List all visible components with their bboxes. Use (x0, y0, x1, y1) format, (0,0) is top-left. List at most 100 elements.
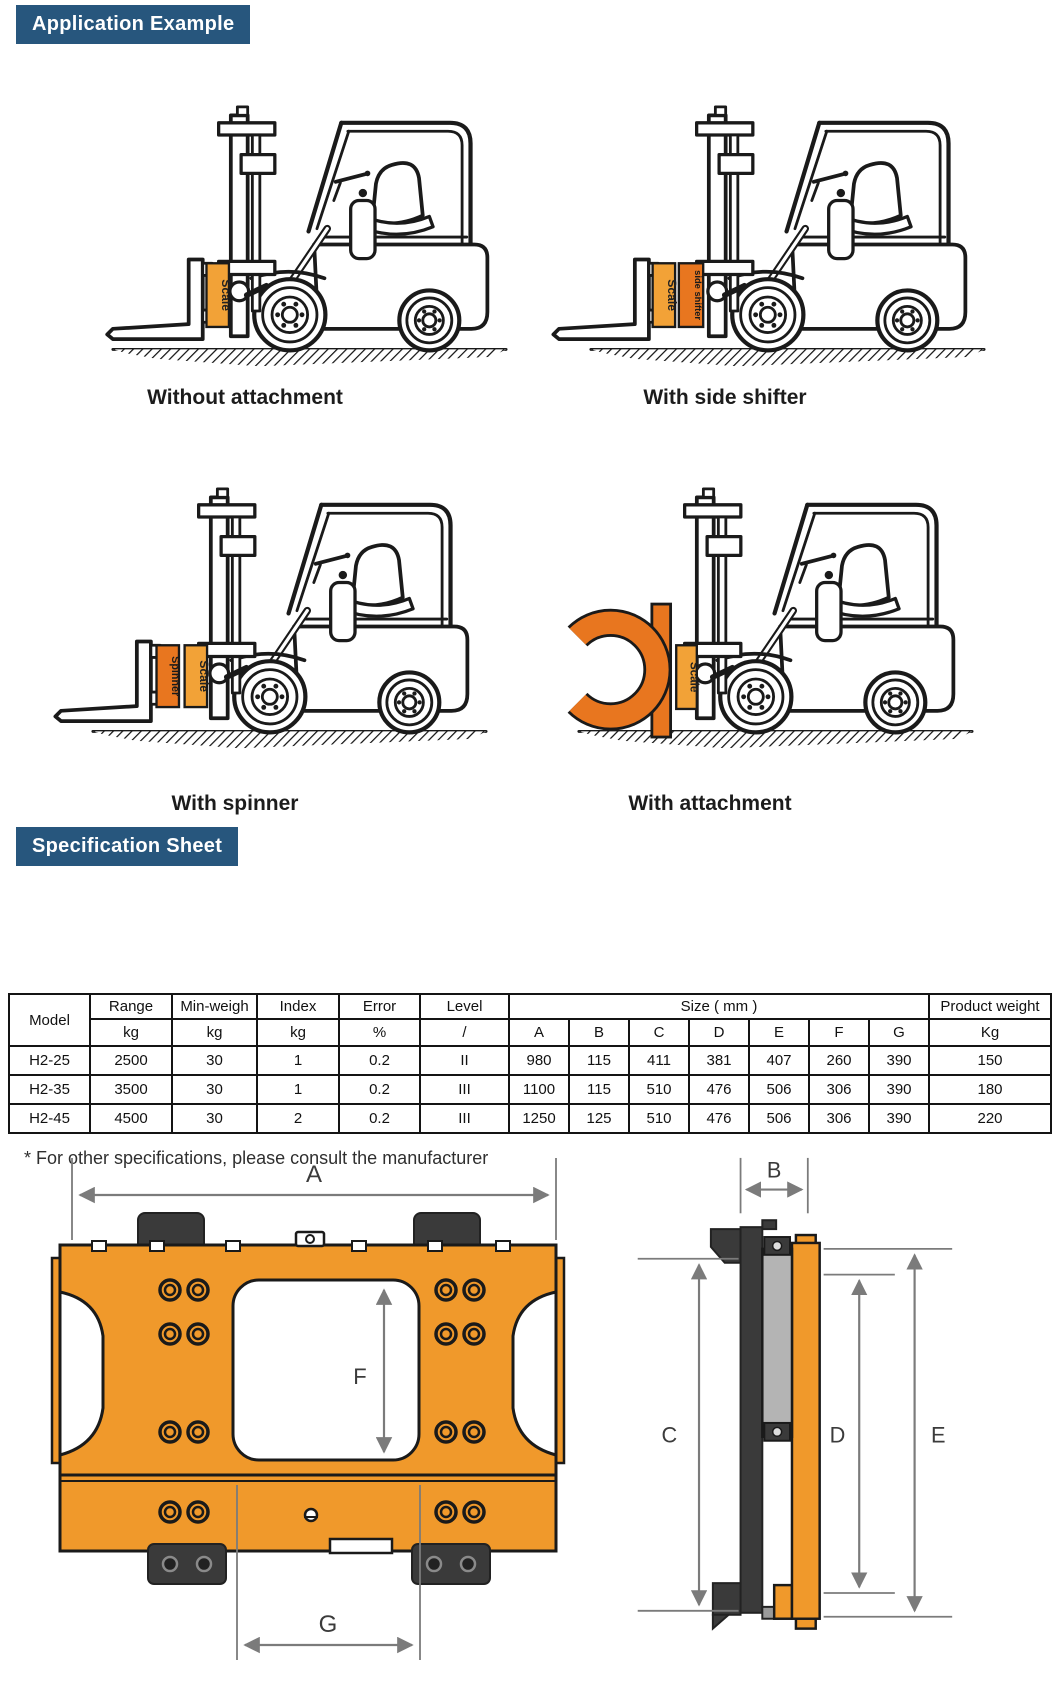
dim-label-F: F (353, 1364, 366, 1389)
scale-label: Scale (651, 262, 679, 329)
spec-cell: 260 (808, 1045, 870, 1076)
size-col-a: A (508, 1018, 570, 1047)
bottom-hooks (147, 1543, 491, 1585)
dim-B: B (739, 1158, 809, 1214)
orange-plate-side (772, 1233, 821, 1630)
spec-cell: III (419, 1074, 510, 1105)
dim-E: E (823, 1247, 953, 1618)
section-title-application-example: Application Example (16, 5, 251, 44)
spec-cell: 3500 (89, 1074, 173, 1105)
forklift-illustration-with-attachment: Scale (567, 458, 978, 767)
col-header-size: Size ( mm ) (508, 993, 930, 1020)
top-edge-notches (91, 1240, 511, 1252)
unit-kg: kg (171, 1018, 258, 1047)
col-header-min-weigh: Min-weigh (171, 993, 258, 1020)
spec-cell: 390 (868, 1045, 930, 1076)
spec-cell-model: H2-25 (8, 1045, 91, 1076)
footnote: * For other specifications, please consu… (24, 1148, 489, 1168)
spec-cell: 0.2 (338, 1074, 421, 1105)
dim-label-A: A (306, 1161, 322, 1188)
spinner-label-text: Spinner (169, 656, 181, 697)
bolt-holes (158, 1278, 486, 1524)
spec-cell: 476 (688, 1103, 750, 1134)
bottom-hook-side (711, 1582, 742, 1616)
spec-cell: 506 (748, 1074, 810, 1105)
spec-cell: 2500 (89, 1045, 173, 1076)
spec-cell: 1 (256, 1045, 340, 1076)
forklift-illustration-with-spinner: Spinner Scale (53, 458, 492, 767)
spec-cell: 510 (628, 1074, 690, 1105)
load-cell (761, 1236, 794, 1442)
carriage-plate (50, 1230, 566, 1555)
scale-label: Scale (675, 644, 701, 711)
bottom-notch (328, 1537, 394, 1555)
size-col-b: B (568, 1018, 630, 1047)
col-header-range: Range (89, 993, 173, 1020)
size-col-f: F (808, 1018, 870, 1047)
figure-caption: Without attachment (147, 386, 343, 409)
spec-cell: 510 (628, 1103, 690, 1134)
spec-cell: 980 (508, 1045, 570, 1076)
side-shifter-label: side shifter (677, 262, 705, 329)
side-view-dimension-drawing: B C D (637, 1158, 953, 1631)
spinner-label: Spinner (155, 644, 181, 709)
unit-kg: kg (256, 1018, 340, 1047)
dim-A: A (71, 1158, 557, 1240)
dim-F: F (353, 1288, 393, 1454)
dim-label-B: B (767, 1158, 782, 1183)
section-title-specification-sheet: Specification Sheet (16, 827, 239, 866)
fork (551, 257, 661, 341)
spec-cell: 381 (688, 1045, 750, 1076)
unit-percent: % (338, 1018, 421, 1047)
col-header-index: Index (256, 993, 340, 1020)
figure-caption: With spinner (171, 792, 299, 815)
col-header-product-weight: Product weight (928, 993, 1052, 1020)
spec-cell: 30 (171, 1103, 258, 1134)
size-col-g: G (868, 1018, 930, 1047)
forklift-illustration-without-attachment: Scale (105, 76, 512, 385)
dim-label-G: G (319, 1611, 338, 1638)
dim-C: C (637, 1257, 739, 1612)
spec-cell: 4500 (89, 1103, 173, 1134)
spec-cell: II (419, 1045, 510, 1076)
figure-caption: With attachment (628, 792, 792, 815)
spec-cell: 306 (808, 1074, 870, 1105)
spec-cell: 1250 (508, 1103, 570, 1134)
dim-label-E: E (931, 1423, 946, 1448)
spec-cell: 411 (628, 1045, 690, 1076)
center-cutout (231, 1278, 421, 1462)
spec-cell: 306 (808, 1103, 870, 1134)
scale-label: Scale (205, 262, 233, 329)
col-header-error: Error (338, 993, 421, 1020)
dim-label-C: C (661, 1423, 677, 1448)
scale-label-text: Scale (197, 660, 211, 692)
spec-cell: 180 (928, 1074, 1052, 1105)
size-col-d: D (688, 1018, 750, 1047)
figure-caption: With side shifter (643, 386, 807, 409)
unit-slash: / (419, 1018, 510, 1047)
spec-cell: 0.2 (338, 1103, 421, 1134)
roll-clamp-attachment (567, 602, 673, 739)
spec-cell: 150 (928, 1045, 1052, 1076)
spec-table: Model Range Min-weigh Index Error Level … (8, 993, 1052, 1134)
spec-cell: 30 (171, 1074, 258, 1105)
size-col-e: E (748, 1018, 810, 1047)
spec-cell: 390 (868, 1074, 930, 1105)
right-side-cutout (511, 1290, 558, 1457)
spec-cell: 390 (868, 1103, 930, 1134)
scale-label-text: Scale (688, 662, 701, 693)
fork (105, 257, 214, 341)
scale-label-text: Scale (665, 279, 679, 311)
spec-cell-model: H2-45 (8, 1103, 91, 1134)
dim-D: D (823, 1273, 895, 1594)
left-side-cutout (58, 1290, 105, 1457)
bottom-center-hole (303, 1507, 319, 1523)
spec-cell: 2 (256, 1103, 340, 1134)
top-hook-side (709, 1228, 742, 1264)
front-view-dimension-drawing: A (50, 1158, 566, 1660)
